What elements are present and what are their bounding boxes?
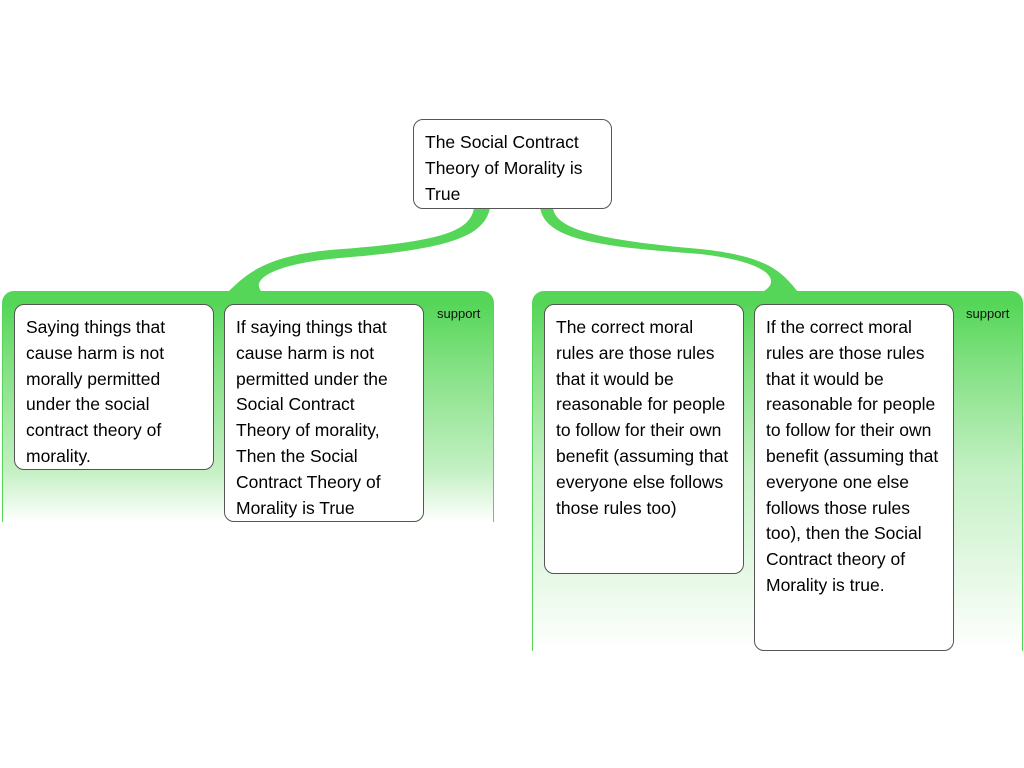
support-label: support xyxy=(966,306,1010,321)
premise-box[interactable]: If saying things that cause harm is not … xyxy=(224,304,424,522)
premise-box[interactable]: If the correct moral rules are those rul… xyxy=(754,304,954,651)
support-label: support xyxy=(437,306,481,321)
premise-box[interactable]: Saying things that cause harm is not mor… xyxy=(14,304,214,470)
connector-left xyxy=(228,208,490,292)
premise-box[interactable]: The correct moral rules are those rules … xyxy=(544,304,744,574)
conclusion-box[interactable]: The Social Contract Theory of Morality i… xyxy=(413,119,612,209)
connector-right xyxy=(540,208,798,292)
